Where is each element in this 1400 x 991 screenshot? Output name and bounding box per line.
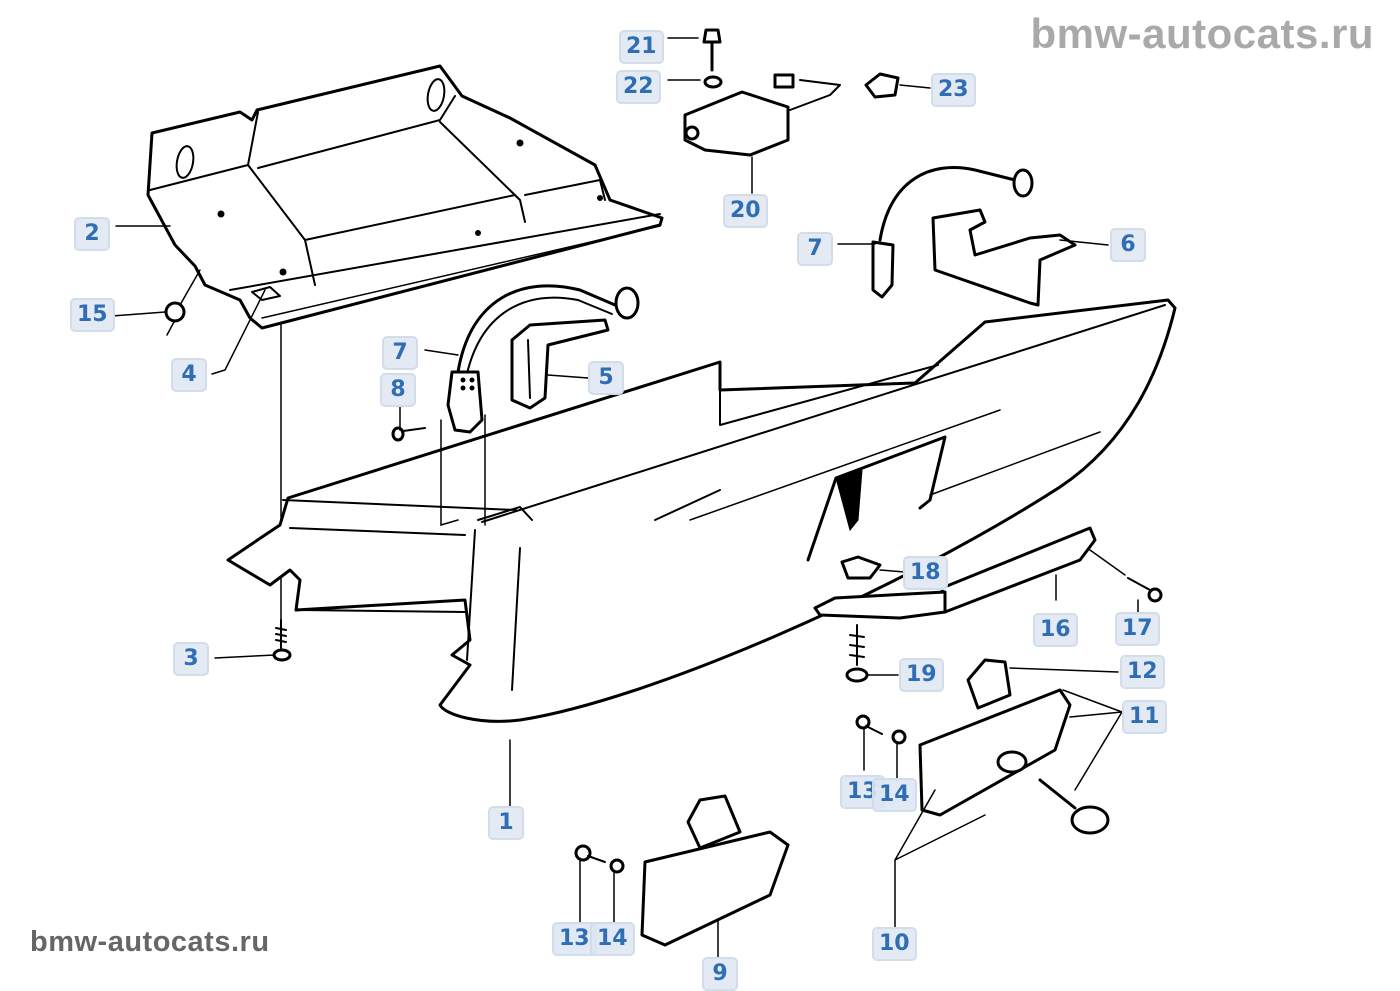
part-10-lock-with-key <box>894 658 1123 931</box>
part-15-nut <box>164 269 201 336</box>
callout-18[interactable]: 18 <box>903 556 948 590</box>
callout-7-left[interactable]: 7 <box>382 336 418 370</box>
part-9-lock-handle <box>640 794 790 963</box>
part-20-switch <box>683 73 841 194</box>
callout-3[interactable]: 3 <box>173 642 209 676</box>
part-19-screw <box>845 624 869 683</box>
callout-12[interactable]: 12 <box>1120 655 1165 689</box>
callout-1[interactable]: 1 <box>488 806 524 840</box>
leader-lines <box>111 37 1139 676</box>
callout-16[interactable]: 16 <box>1033 613 1078 647</box>
callout-10[interactable]: 10 <box>872 927 917 961</box>
part-1-glove-box <box>226 298 1177 807</box>
callout-11[interactable]: 11 <box>1122 700 1167 734</box>
callout-4[interactable]: 4 <box>171 358 207 392</box>
callout-9[interactable]: 9 <box>702 957 738 991</box>
callout-20[interactable]: 20 <box>723 194 768 228</box>
callout-21[interactable]: 21 <box>619 30 664 64</box>
part-13-14-screw-washer-left <box>574 844 625 923</box>
part-17-screw <box>1089 549 1163 603</box>
part-7-check-strap-right <box>871 166 1034 299</box>
part-13-14-screw-washer-right <box>855 714 907 781</box>
part-23-clip <box>864 72 900 99</box>
part-16-hinge-strip <box>813 526 1097 620</box>
callout-13-left[interactable]: 13 <box>552 922 597 956</box>
callout-17[interactable]: 17 <box>1115 612 1160 646</box>
callout-22[interactable]: 22 <box>616 70 661 104</box>
part-8-pin <box>391 426 426 442</box>
callout-15[interactable]: 15 <box>70 298 115 332</box>
callout-6[interactable]: 6 <box>1110 228 1146 262</box>
part-7-check-strap-left <box>446 284 640 434</box>
callout-2[interactable]: 2 <box>74 217 110 251</box>
part-18-clip-nut <box>840 555 882 580</box>
part-5-bracket <box>510 318 610 410</box>
part-21-22-screw-washer <box>702 28 723 89</box>
watermark-top: bmw-autocats.ru <box>1030 10 1374 57</box>
callout-14-right[interactable]: 14 <box>872 778 917 812</box>
part-3-screw <box>272 619 292 662</box>
callout-8[interactable]: 8 <box>380 373 416 407</box>
watermark-bottom: bmw-autocats.ru <box>30 926 270 958</box>
part-6-bracket <box>931 208 1077 307</box>
callout-14-left[interactable]: 14 <box>590 922 635 956</box>
callout-5[interactable]: 5 <box>588 361 624 395</box>
part-2-upper-tray <box>146 64 664 330</box>
callout-7-right[interactable]: 7 <box>797 232 833 266</box>
callout-19[interactable]: 19 <box>899 658 944 692</box>
callout-23[interactable]: 23 <box>931 73 976 107</box>
